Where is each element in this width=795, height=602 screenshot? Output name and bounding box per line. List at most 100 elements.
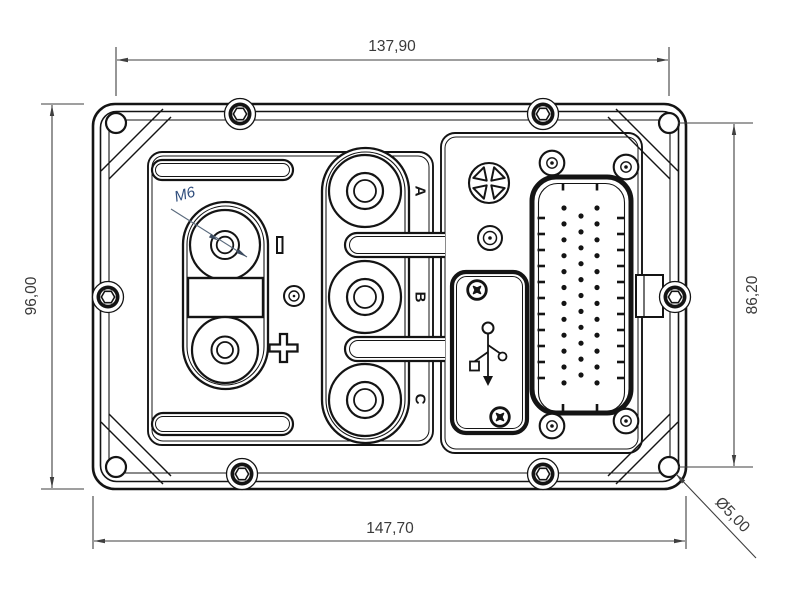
dim-overall-width: 147,70 (366, 520, 414, 537)
connector-pin (594, 380, 600, 386)
negative-terminal (188, 208, 262, 282)
enclosure-body (91, 102, 688, 491)
connector-pin (561, 205, 567, 211)
connector-pin (578, 324, 584, 330)
connector-pin (594, 316, 600, 322)
phase-a-label: A (412, 186, 429, 197)
connector-edge-tick (537, 232, 545, 236)
phase-separator-bar-2 (343, 335, 445, 363)
connector-screw-bottom-right (612, 407, 640, 435)
connector-edge-tick (617, 312, 625, 316)
connector-pin (594, 284, 600, 291)
hex-screw-left (91, 280, 125, 314)
dimension-arrows (49, 57, 737, 544)
dim-hole-diameter: Ø5,00 (711, 494, 753, 536)
phase-separator-bar-1 (343, 231, 445, 259)
minus-symbol (276, 236, 284, 254)
connector-pin (578, 372, 584, 378)
connector-edge-tick (617, 328, 625, 332)
left-plate-screw (283, 285, 305, 307)
connector-pin (578, 340, 584, 346)
connector-screw-top-left (538, 149, 566, 177)
connector-pin (594, 300, 600, 306)
hex-screw-top-right (526, 97, 560, 131)
mounting-hole-top-left (104, 111, 128, 135)
connector-edge-tick (617, 216, 625, 220)
hex-screw-right (658, 280, 692, 314)
hole-diameter-leader (675, 473, 757, 559)
terminal-recess (186, 276, 265, 319)
positive-terminal (190, 315, 260, 385)
connector-edge-tick (537, 312, 545, 316)
mounting-hole-bottom-left (104, 455, 128, 479)
connector-pin (561, 348, 567, 354)
connector-pin (578, 213, 584, 219)
connector-pin (578, 292, 584, 299)
connector-pin (578, 308, 584, 314)
mounting-holes (104, 111, 681, 479)
hex-screw-top-left (223, 97, 257, 131)
usb-icon (469, 321, 508, 386)
connector-pin (561, 237, 567, 243)
m6-thread-callout: M6 (172, 183, 197, 205)
dim-hole-spacing-vertical: 86,20 (744, 275, 761, 314)
cooling-slot-top (150, 158, 295, 182)
usb-panel-screw-bottom (489, 406, 511, 428)
connector-edge-tick (537, 376, 545, 380)
phase-terminal-b (327, 259, 403, 335)
dim-overall-height: 96,00 (23, 276, 40, 315)
phase-c-label: C (412, 394, 429, 405)
connector-align-ticks (561, 183, 599, 412)
connector-edge-tick (617, 296, 625, 300)
connector-pin (594, 237, 600, 243)
connector-edge-tick (537, 344, 545, 348)
connector-screw-bottom-left (538, 412, 566, 440)
vent-screw (477, 225, 503, 251)
connector-pin (561, 316, 567, 322)
connector-edge-tick (537, 280, 545, 284)
connector-pin (578, 277, 584, 283)
connector-edge-tick (617, 264, 625, 268)
connector-pin (578, 356, 584, 362)
connector-edge-tick (617, 376, 625, 380)
connector-pin (561, 284, 567, 291)
phase-terminal-c (327, 362, 403, 438)
cooling-slot-bottom (150, 411, 295, 437)
plus-symbol (268, 332, 299, 364)
left-plate (147, 151, 434, 446)
connector-pin (578, 261, 584, 267)
hex-screw-bottom-left (225, 457, 259, 491)
connector-pin (594, 348, 600, 354)
phase-b-label: B (412, 292, 429, 303)
hex-screw-bottom-right (526, 457, 560, 491)
dim-hole-spacing-horizontal: 137,90 (368, 38, 416, 55)
connector-pin (578, 245, 584, 251)
connector-screw-top-right (612, 153, 640, 181)
vent-valve-icon (467, 161, 511, 205)
connector-pin (561, 364, 567, 370)
connector-latch (635, 274, 664, 318)
connector-edge-tick (617, 248, 625, 252)
connector-pin (561, 269, 567, 275)
connector-pin (561, 253, 567, 259)
signal-connector (529, 174, 634, 416)
connector-pin (561, 300, 567, 306)
usb-panel (449, 269, 530, 436)
connector-edge-tick (617, 344, 625, 348)
connector-pin (594, 221, 600, 227)
io-section (449, 149, 664, 440)
corner-chamfers (100, 108, 679, 485)
connector-pin (594, 253, 600, 259)
connector-edge-tick (537, 248, 545, 252)
connector-pin (578, 229, 584, 235)
battery-terminal-section (150, 158, 305, 437)
connector-edge-ticks (537, 216, 625, 380)
connector-pin (594, 205, 600, 211)
connector-pin (594, 332, 600, 338)
connector-edge-tick (537, 264, 545, 268)
connector-edge-tick (537, 328, 545, 332)
mounting-hole-top-right (657, 111, 681, 135)
connector-pin (561, 380, 567, 386)
